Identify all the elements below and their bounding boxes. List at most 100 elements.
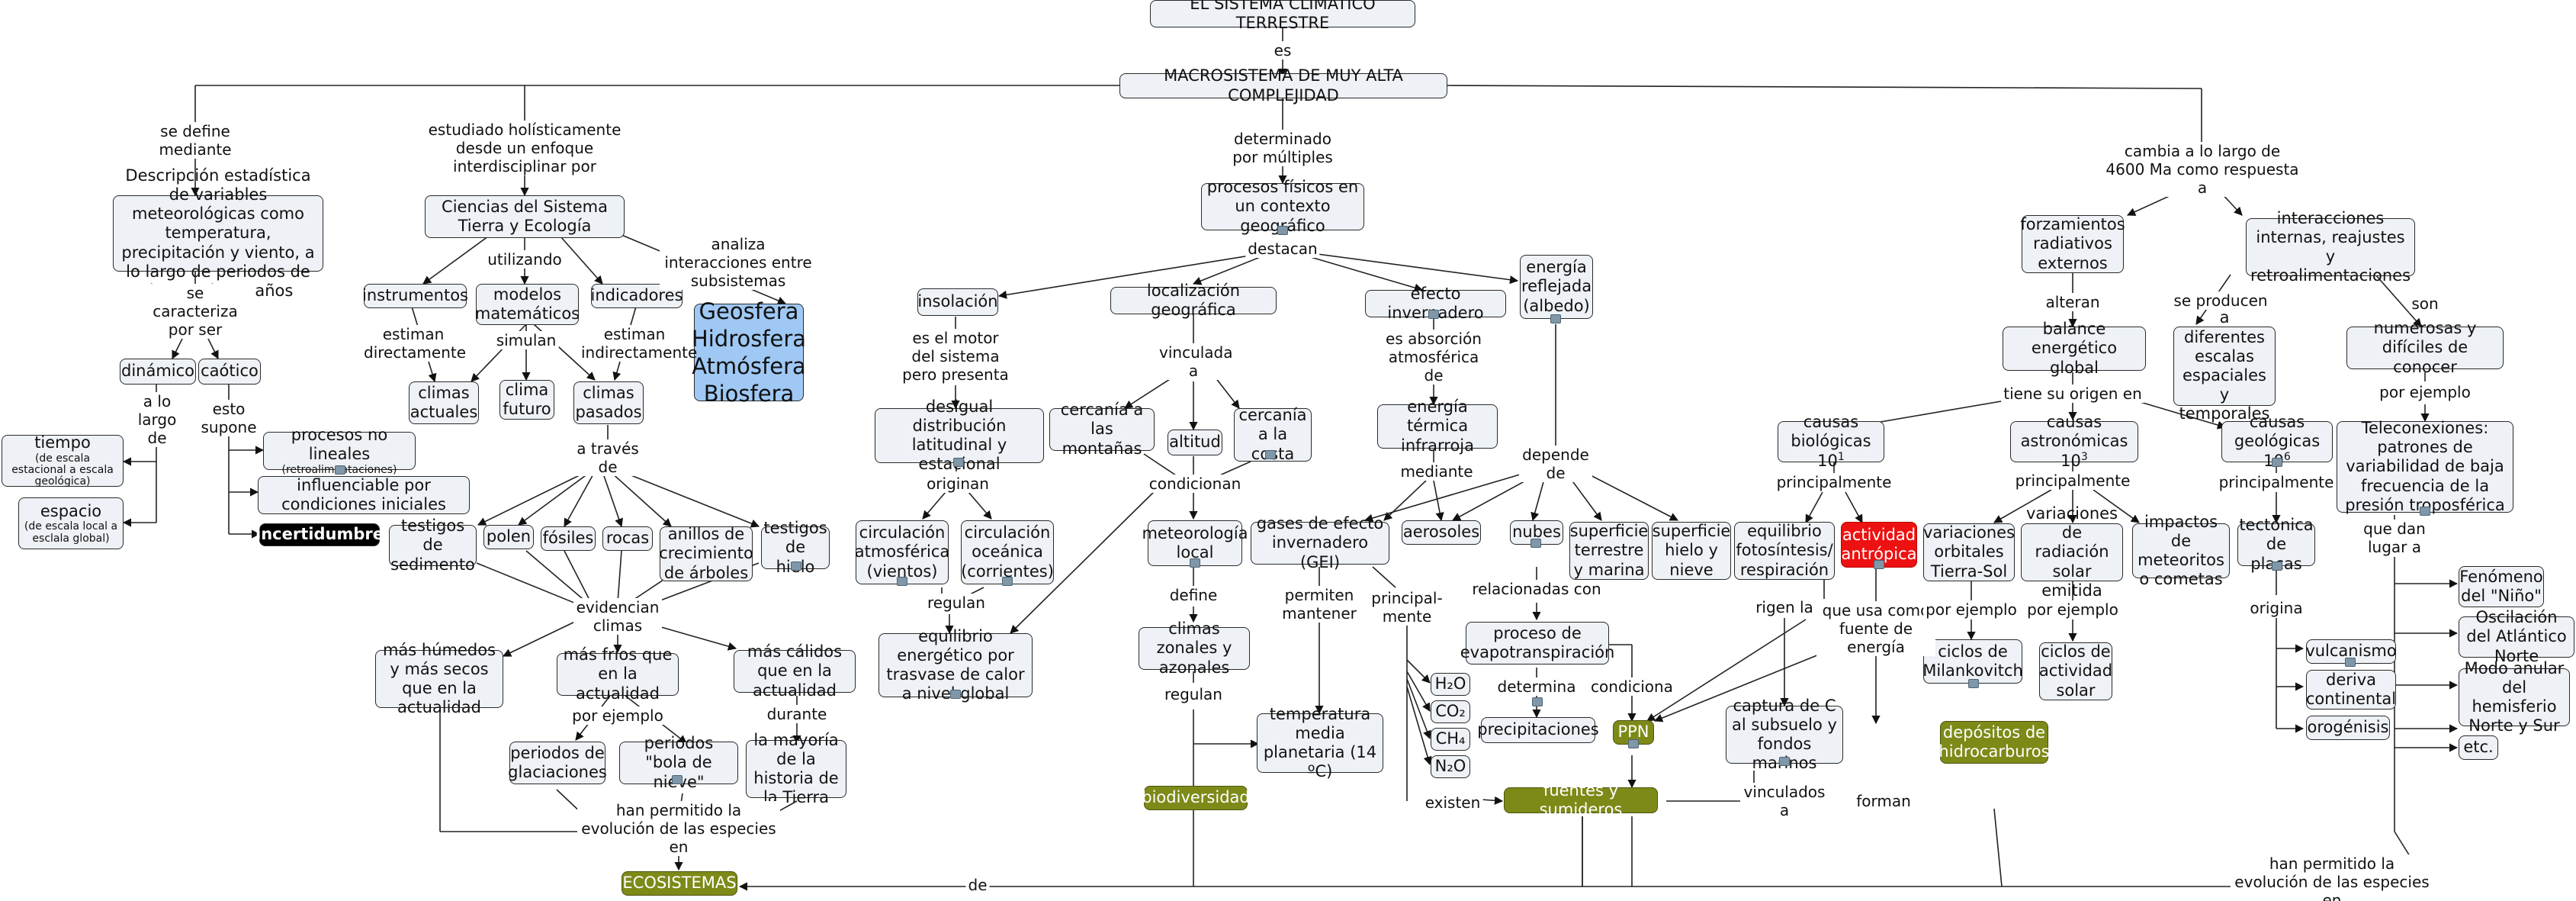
node-equilibrio-energetico[interactable]: equilibrio energético por trasvase de ca… xyxy=(878,627,1033,703)
node-espacio[interactable]: espacio (de escala local a esclala globa… xyxy=(18,497,124,549)
node-ciclos-actividad-solar[interactable]: ciclos de actividad solar xyxy=(2038,642,2113,700)
resource-badge[interactable] xyxy=(335,465,345,475)
resource-badge[interactable] xyxy=(2272,458,2282,467)
node-biodiversidad[interactable]: biodiversidad xyxy=(1142,786,1250,810)
resource-badge[interactable] xyxy=(1874,560,1884,569)
node-equilibrio-fotosintesis[interactable]: equilibrio fotosíntesis/ respiración xyxy=(1734,522,1835,580)
node-instrumentos[interactable]: instrumentos xyxy=(362,284,468,308)
node-testigos-sedimento[interactable]: testigos de sedimento xyxy=(389,516,477,574)
resource-badge[interactable] xyxy=(897,577,907,586)
node-variaciones-radiacion[interactable]: variaciones de radiación solar emitida xyxy=(2021,504,2123,600)
node-modelos-matematicos[interactable]: modelos matemáticos xyxy=(475,284,580,325)
node-macrosistema[interactable]: MACROSISTEMA DE MUY ALTA COMPLEJIDAD xyxy=(1119,66,1447,105)
resource-badge[interactable] xyxy=(1428,310,1439,319)
resource-badge[interactable] xyxy=(1277,226,1288,235)
node-causas-geologicas[interactable]: causas geológicas 106 xyxy=(2221,413,2333,470)
resource-badge[interactable] xyxy=(1550,314,1561,323)
node-etc[interactable]: etc. xyxy=(2459,735,2498,760)
node-oscilacion-atlantico[interactable]: Oscilación del Atlántico Norte xyxy=(2459,608,2574,665)
node-h2o[interactable]: H₂O xyxy=(1431,673,1470,696)
node-rocas[interactable]: rocas xyxy=(602,526,653,551)
node-ciencias-sistema-tierra[interactable]: Ciencias del Sistema Tierra y Ecología xyxy=(425,195,625,238)
node-teleconexiones[interactable]: Teleconexiones: patrones de variabilidad… xyxy=(2337,419,2513,514)
node-energia-termica[interactable]: energía térmica infrarroja xyxy=(1377,397,1498,455)
node-dinamico[interactable]: dinámico xyxy=(120,359,196,385)
node-orogenisis[interactable]: orogénisis xyxy=(2306,716,2390,740)
resource-badge[interactable] xyxy=(953,458,964,467)
resource-badge[interactable] xyxy=(1628,739,1639,748)
resource-badge[interactable] xyxy=(2420,507,2430,516)
resource-badge[interactable] xyxy=(1190,558,1200,568)
node-insolacion[interactable]: insolación xyxy=(917,288,998,316)
node-circulacion-oceanica[interactable]: circulación oceánica (corrientes) xyxy=(961,520,1054,584)
node-ecosistemas[interactable]: ECOSISTEMAS xyxy=(622,871,737,896)
node-caotico[interactable]: caótico xyxy=(198,359,261,385)
node-circulacion-atmosferica[interactable]: circulación atmosférica (vientos) xyxy=(855,520,949,584)
node-captura-carbono[interactable]: captura de C al subsuelo y fondos marino… xyxy=(1726,697,1843,772)
node-climas-zonales[interactable]: climas zonales y azonales xyxy=(1139,619,1250,677)
node-el-sistema-climatico[interactable]: EL SISTEMA CLIMÁTICO TERRESTRE xyxy=(1150,0,1415,32)
node-variaciones-orbitales[interactable]: variaciones orbitales Tierra-Sol xyxy=(1922,523,2016,581)
node-anillos-arboles[interactable]: anillos de crecimiento de árboles xyxy=(659,525,753,582)
node-mas-frios[interactable]: más fríos que en la actualidad xyxy=(557,645,679,703)
resource-badge[interactable] xyxy=(2345,658,2356,667)
node-mas-calidos[interactable]: más cálidos que en la actualidad xyxy=(734,642,856,700)
node-tectonica-placas[interactable]: tectónica de placas xyxy=(2237,516,2315,573)
node-altitud[interactable]: altitud xyxy=(1168,430,1222,455)
node-ch4[interactable]: CH₄ xyxy=(1431,728,1470,751)
resource-badge[interactable] xyxy=(2272,562,2282,571)
node-precipitaciones[interactable]: precipitaciones xyxy=(1477,717,1599,743)
resource-badge[interactable] xyxy=(1531,539,1541,548)
node-causas-astronomicas[interactable]: causas astronómicas 103 xyxy=(2010,413,2138,470)
node-causas-biologicas[interactable]: causas biológicas 101 xyxy=(1778,413,1884,470)
node-fuentes-sumideros[interactable]: fuentes y sumideros xyxy=(1504,781,1658,819)
node-co2[interactable]: CO₂ xyxy=(1431,700,1470,723)
node-diferentes-escalas[interactable]: a diferentes escalas espaciales y tempor… xyxy=(2173,308,2276,423)
node-energia-reflejada[interactable]: energía reflejada (albedo) xyxy=(1520,255,1593,319)
node-proceso-evapotranspiracion[interactable]: proceso de evapotranspiración xyxy=(1460,622,1614,664)
node-superficie-terrestre[interactable]: superficie terrestre y marina xyxy=(1569,522,1649,580)
node-cercania-montanas[interactable]: cercanía a las montañas xyxy=(1049,401,1155,458)
node-impactos-meteoritos[interactable]: impactos de meteoritos o cometas xyxy=(2132,513,2230,588)
node-vulcanismo[interactable]: vulcanismo xyxy=(2305,639,2397,664)
node-numerosas-dificiles[interactable]: numerosas y difíciles de conocer xyxy=(2346,319,2504,376)
node-clima-futuro[interactable]: clima futuro xyxy=(499,380,554,420)
node-balance-energetico[interactable]: balance energético global xyxy=(2003,320,2146,377)
resource-badge[interactable] xyxy=(1265,450,1276,459)
node-forzamientos-radiativos[interactable]: forzamientos radiativos externos xyxy=(2020,215,2125,273)
node-polen[interactable]: polen xyxy=(483,525,534,549)
node-superficie-hielo[interactable]: superficie hielo y nieve xyxy=(1652,522,1731,580)
resource-badge[interactable] xyxy=(1968,679,1979,688)
resource-badge[interactable] xyxy=(672,775,683,784)
node-climas-pasados[interactable]: climas pasados xyxy=(573,381,644,424)
resource-badge[interactable] xyxy=(1532,697,1543,706)
node-depositos-hidrocarburos[interactable]: depósitos de hidrocarburos xyxy=(1938,721,2050,764)
node-subsistemas[interactable]: Geosfera Hidrosfera Atmósfera Biosfera xyxy=(691,298,807,407)
node-modo-anular[interactable]: Modo anular del hemisferio Norte y Sur xyxy=(2459,659,2570,735)
node-mayoria-historia[interactable]: la mayoría de la historia de la Tierra xyxy=(746,731,846,806)
node-descripcion-estadistica[interactable]: Descripción estadística de variables met… xyxy=(113,166,323,300)
node-aerosoles[interactable]: aerosoles xyxy=(1402,520,1481,545)
node-indicadores[interactable]: indicadores xyxy=(591,284,683,308)
node-influenciable[interactable]: influenciable por condiciones iniciales xyxy=(258,476,470,514)
node-tiempo[interactable]: tiempo (de escala estacional a escala ge… xyxy=(2,433,124,488)
node-periodos-glaciaciones[interactable]: periodos de glaciaciones xyxy=(508,742,607,784)
node-desigual-distribucion[interactable]: desigual distribución latitudinal y esta… xyxy=(875,397,1044,473)
node-fosiles[interactable]: fósiles xyxy=(541,526,596,551)
node-procesos-no-lineales[interactable]: procesos no lineales (retroalimentacione… xyxy=(263,426,416,475)
node-n2o[interactable]: N₂O xyxy=(1431,755,1470,778)
node-deriva-continental[interactable]: deriva continental xyxy=(2305,670,2397,710)
node-procesos-fisicos[interactable]: procesos físicos en un contexto geográfi… xyxy=(1201,178,1364,235)
node-testigos-hielo[interactable]: testigos de hielo xyxy=(761,519,830,576)
node-temperatura-media[interactable]: temperatura media planetaria (14 ºC) xyxy=(1257,705,1383,780)
node-mas-humedos[interactable]: más húmedos y más secos que en la actual… xyxy=(375,641,503,716)
resource-badge[interactable] xyxy=(950,690,961,699)
node-climas-actuales[interactable]: climas actuales xyxy=(409,381,479,424)
node-fenomeno-nino[interactable]: Fenómeno del "Niño" xyxy=(2459,566,2544,607)
node-ciclos-milankovitch[interactable]: ciclos de Milankovitch xyxy=(1922,639,2023,684)
node-localizacion-geografica[interactable]: localización geográfica xyxy=(1110,282,1277,319)
resource-badge[interactable] xyxy=(791,562,801,571)
node-interacciones-internas[interactable]: interacciones internas, reajustes y retr… xyxy=(2246,209,2415,285)
node-gases-efecto-invernadero[interactable]: gases de efecto invernadero (GEI) xyxy=(1251,514,1389,571)
resource-badge[interactable] xyxy=(1779,757,1790,766)
